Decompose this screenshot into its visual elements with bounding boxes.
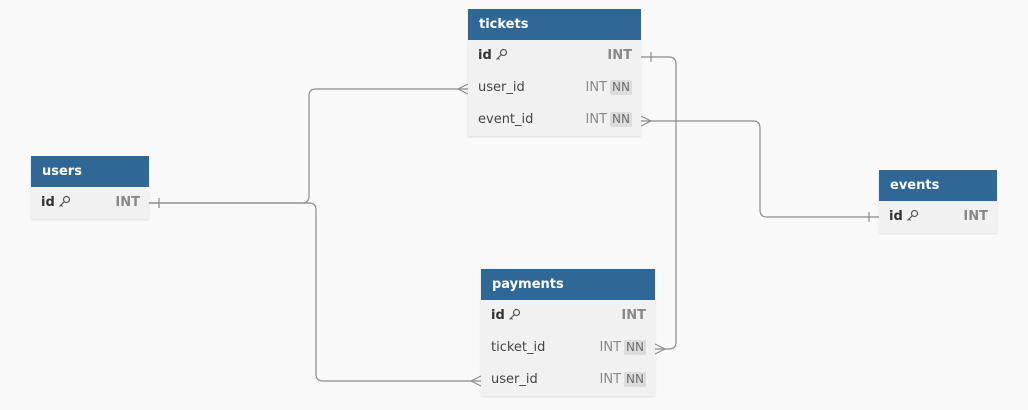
many-marker-payments-user-id	[470, 375, 482, 387]
users-id-row[interactable]: id INT	[31, 187, 149, 219]
key-icon	[508, 308, 520, 320]
many-marker-tickets-user-id	[457, 83, 469, 95]
column-type: INT	[585, 80, 608, 95]
column-type: INT	[599, 372, 622, 387]
many-marker-tickets-event-id	[640, 115, 652, 127]
column-name: event_id	[478, 112, 534, 127]
tickets-id-row[interactable]: id INT	[468, 40, 641, 72]
column-type: INT	[963, 209, 988, 224]
rel-users-tickets-line	[149, 88, 468, 204]
tickets-table-header[interactable]: tickets	[468, 9, 641, 40]
column-name: user_id	[478, 80, 525, 95]
column-name: ticket_id	[491, 340, 546, 355]
key-icon	[906, 209, 918, 221]
users-table-header[interactable]: users	[31, 156, 149, 187]
column-name: id	[889, 209, 903, 224]
rel-events-tickets-line	[641, 120, 879, 218]
column-type: INT	[585, 112, 608, 127]
not-null-badge: NN	[624, 340, 646, 355]
events-table[interactable]: events id INT	[879, 170, 997, 233]
key-icon	[58, 195, 70, 207]
key-icon	[495, 48, 507, 60]
column-name: user_id	[491, 372, 538, 387]
many-marker-payments-ticket-id	[654, 343, 666, 355]
payments-table-header[interactable]: payments	[481, 269, 655, 300]
column-type: INT	[621, 308, 646, 323]
rel-tickets-payments-line	[641, 56, 677, 350]
column-name: id	[41, 195, 55, 210]
column-type: INT	[599, 340, 622, 355]
not-null-badge: NN	[624, 372, 646, 387]
users-table[interactable]: users id INT	[31, 156, 149, 219]
events-id-row[interactable]: id INT	[879, 201, 997, 233]
events-table-header[interactable]: events	[879, 170, 997, 201]
column-name: id	[478, 48, 492, 63]
column-name: id	[491, 308, 505, 323]
not-null-badge: NN	[610, 112, 632, 127]
column-type: INT	[115, 195, 140, 210]
payments-id-row[interactable]: id INT	[481, 300, 655, 332]
not-null-badge: NN	[610, 80, 632, 95]
column-type: INT	[607, 48, 632, 63]
rel-users-payments-line	[149, 202, 481, 382]
